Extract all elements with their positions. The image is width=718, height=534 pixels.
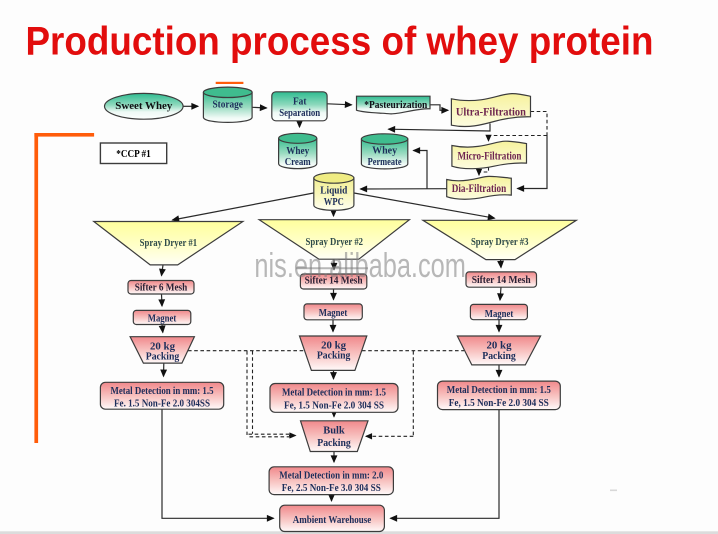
svg-text:Sifter 14 Mesh: Sifter 14 Mesh: [472, 275, 531, 286]
svg-text:Spray Dryer #3: Spray Dryer #3: [471, 237, 529, 248]
svg-text:Spray Dryer #2: Spray Dryer #2: [306, 237, 364, 248]
svg-text:20 kg: 20 kg: [487, 341, 513, 352]
svg-text:Fe. 1.5 Non-Fe 2.0 304SS: Fe. 1.5 Non-Fe 2.0 304SS: [114, 399, 210, 410]
svg-text:Metal Detection in mm: 2.0: Metal Detection in mm: 2.0: [279, 471, 383, 482]
svg-text:WPC: WPC: [324, 197, 344, 208]
svg-text:Magnet: Magnet: [148, 314, 177, 325]
svg-text:Permeate: Permeate: [368, 157, 402, 168]
svg-text:Metal Detection in mm: 1.5: Metal Detection in mm: 1.5: [447, 385, 551, 396]
svg-text:Liquid: Liquid: [320, 186, 347, 197]
svg-text:Dia-Filtration: Dia-Filtration: [452, 183, 507, 195]
svg-text:Fat: Fat: [293, 96, 307, 107]
svg-text:nis.en.alibaba.com: nis.en.alibaba.com: [254, 247, 466, 285]
svg-text:Packing: Packing: [317, 351, 351, 362]
svg-text:Fe, 2.5 Non-Fe 3.0 304 SS: Fe, 2.5 Non-Fe 3.0 304 SS: [282, 483, 381, 494]
svg-text:20 kg: 20 kg: [150, 342, 176, 353]
svg-text:Fe, 1.5 Non-Fe 2.0 304 SS: Fe, 1.5 Non-Fe 2.0 304 SS: [284, 400, 384, 411]
svg-text:20 kg: 20 kg: [321, 341, 347, 352]
svg-text:*Pasteurization: *Pasteurization: [364, 100, 427, 111]
svg-text:Separation: Separation: [279, 108, 320, 119]
svg-text:Fe, 1.5 Non-Fe 2.0 304 SS: Fe, 1.5 Non-Fe 2.0 304 SS: [449, 398, 549, 409]
svg-text:Packing: Packing: [482, 351, 516, 362]
svg-text:*CCP #1: *CCP #1: [116, 148, 151, 160]
svg-text:Magnet: Magnet: [485, 309, 514, 320]
svg-text:Sweet Whey: Sweet Whey: [115, 101, 173, 112]
svg-text:Packing: Packing: [146, 352, 180, 363]
svg-text:Storage: Storage: [212, 100, 243, 111]
svg-text:Sifter 14 Mesh: Sifter 14 Mesh: [305, 276, 363, 287]
svg-text:Ultra-Filtration: Ultra-Filtration: [456, 107, 527, 119]
svg-text:Metal Detection in mm: 1.5: Metal Detection in mm: 1.5: [282, 388, 386, 399]
svg-text:Micro-Filtration: Micro-Filtration: [458, 150, 522, 162]
svg-text:Production process of whey pro: Production process of whey protein: [26, 20, 654, 64]
svg-text:Magnet: Magnet: [319, 308, 348, 319]
svg-text:Cream: Cream: [285, 157, 312, 168]
svg-text:Sifter 6 Mesh: Sifter 6 Mesh: [135, 283, 188, 294]
svg-text:Whey: Whey: [372, 146, 397, 157]
svg-text:Whey: Whey: [286, 146, 309, 157]
svg-text:Spray Dryer #1: Spray Dryer #1: [140, 238, 198, 249]
svg-text:Bulk: Bulk: [323, 426, 345, 437]
svg-text:Packing: Packing: [317, 438, 351, 449]
svg-text:Metal Detection in mm: 1.5: Metal Detection in mm: 1.5: [111, 386, 214, 397]
svg-text:Ambient Warehouse: Ambient Warehouse: [293, 515, 372, 526]
